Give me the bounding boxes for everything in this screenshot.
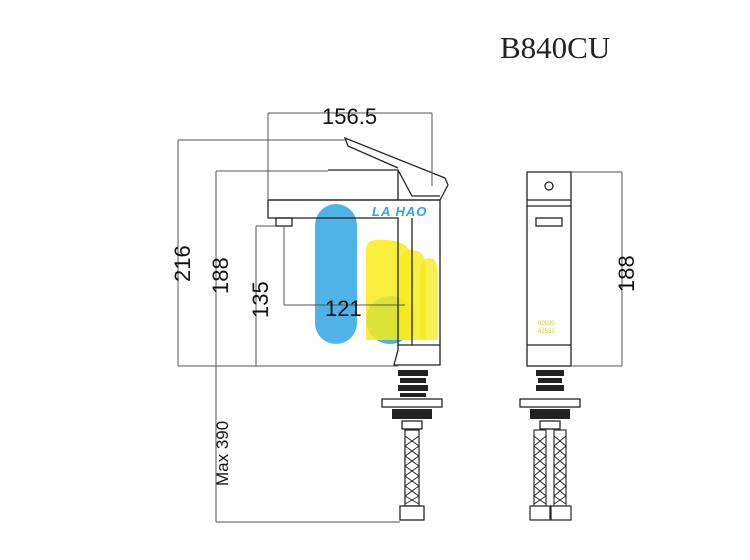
dim-total-width: 156.5 (322, 104, 377, 129)
dim-spout-reach: 121 (325, 296, 362, 321)
front-view: 156.5 216 188 135 121 Max 390 (170, 104, 449, 523)
watermark-phone-2: 42532 (538, 329, 555, 335)
model-code: B840CU (500, 30, 610, 65)
dim-body-height: 188 (208, 257, 233, 294)
side-view: 188 (519, 171, 639, 521)
watermark-phone-1: 00930 (538, 321, 555, 327)
dim-spout-height: 135 (248, 281, 273, 318)
watermark-brand: LA HAO (372, 204, 427, 219)
side-braided-hoses (529, 429, 572, 521)
dim-side-height: 188 (614, 255, 639, 292)
watermark-blue-shape (315, 204, 357, 344)
braided-hose (399, 429, 425, 521)
watermark-yellow-arch-3 (420, 258, 438, 340)
lever-handle (328, 136, 449, 201)
mounting-shank (381, 370, 443, 430)
side-aerator (535, 217, 563, 227)
side-mounting-shank (519, 370, 581, 430)
aerator (275, 217, 293, 227)
side-handle-hole (544, 181, 554, 191)
side-body-outline (526, 171, 572, 367)
lever-handle-inner (397, 169, 440, 197)
dim-hose-length: Max 390 (213, 421, 232, 486)
watermark-logo: LA HAO 00930 42532 (315, 204, 555, 344)
dim-total-height: 216 (170, 245, 195, 282)
watermark-yellow-arch-2 (400, 250, 426, 340)
